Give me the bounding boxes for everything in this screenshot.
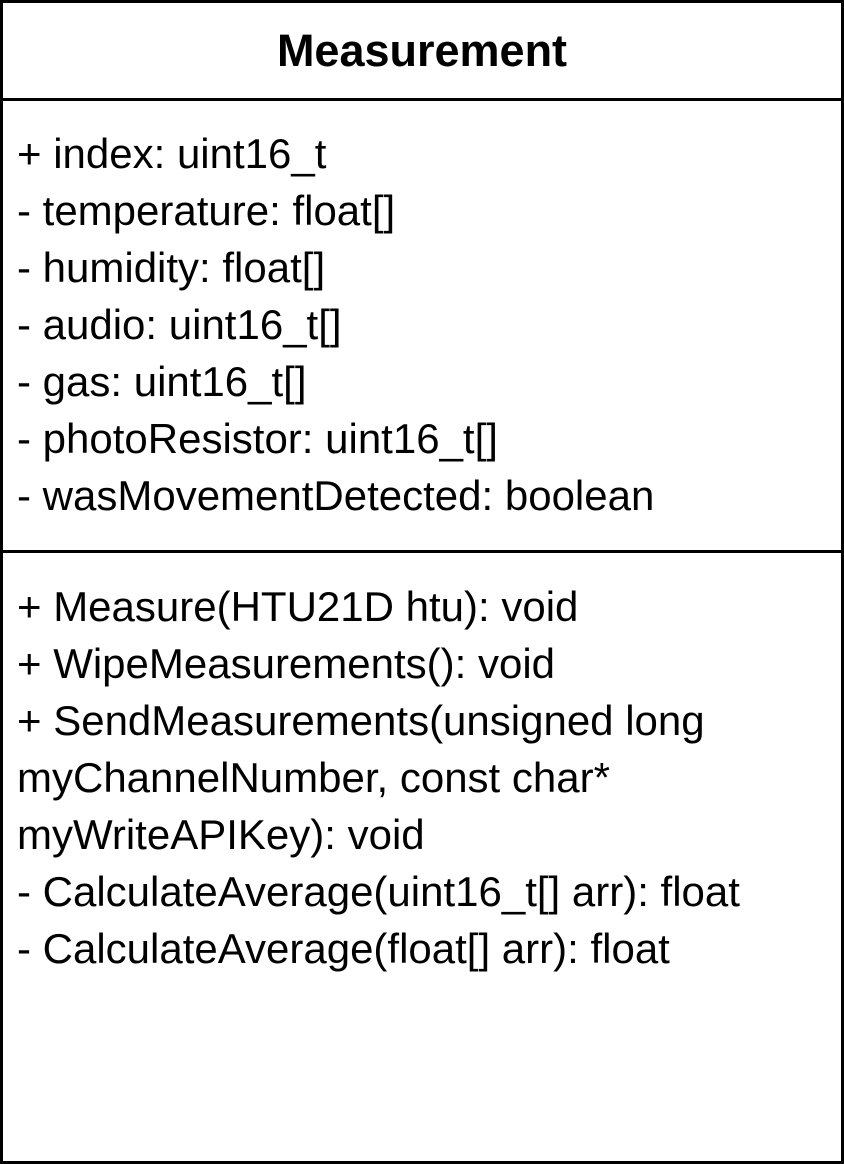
attribute-was-movement-detected: - wasMovementDetected: boolean — [17, 472, 655, 519]
class-name-compartment: Measurement — [3, 3, 841, 101]
attribute-audio: - audio: uint16_t[] — [17, 301, 342, 348]
operation-calculate-average-uint16: - CalculateAverage(uint16_t[] arr): floa… — [17, 868, 740, 915]
attribute-index: + index: uint16_t — [17, 130, 327, 177]
operation-measure: + Measure(HTU21D htu): void — [17, 583, 579, 630]
attribute-photo-resistor: - photoResistor: uint16_t[] — [17, 415, 498, 462]
attribute-humidity: - humidity: float[] — [17, 244, 326, 291]
class-name: Measurement — [276, 25, 568, 76]
operation-calculate-average-float: - CalculateAverage(float[] arr): float — [17, 925, 670, 972]
attributes-compartment: + index: uint16_t - temperature: float[]… — [3, 101, 841, 553]
operation-wipe-measurements: + WipeMeasurements(): void — [17, 640, 556, 687]
operation-send-measurements: + SendMeasurements(unsigned long myChann… — [17, 697, 705, 858]
attribute-temperature: - temperature: float[] — [17, 187, 396, 234]
attribute-gas: - gas: uint16_t[] — [17, 358, 307, 405]
operations-compartment: + Measure(HTU21D htu): void + WipeMeasur… — [3, 553, 841, 977]
